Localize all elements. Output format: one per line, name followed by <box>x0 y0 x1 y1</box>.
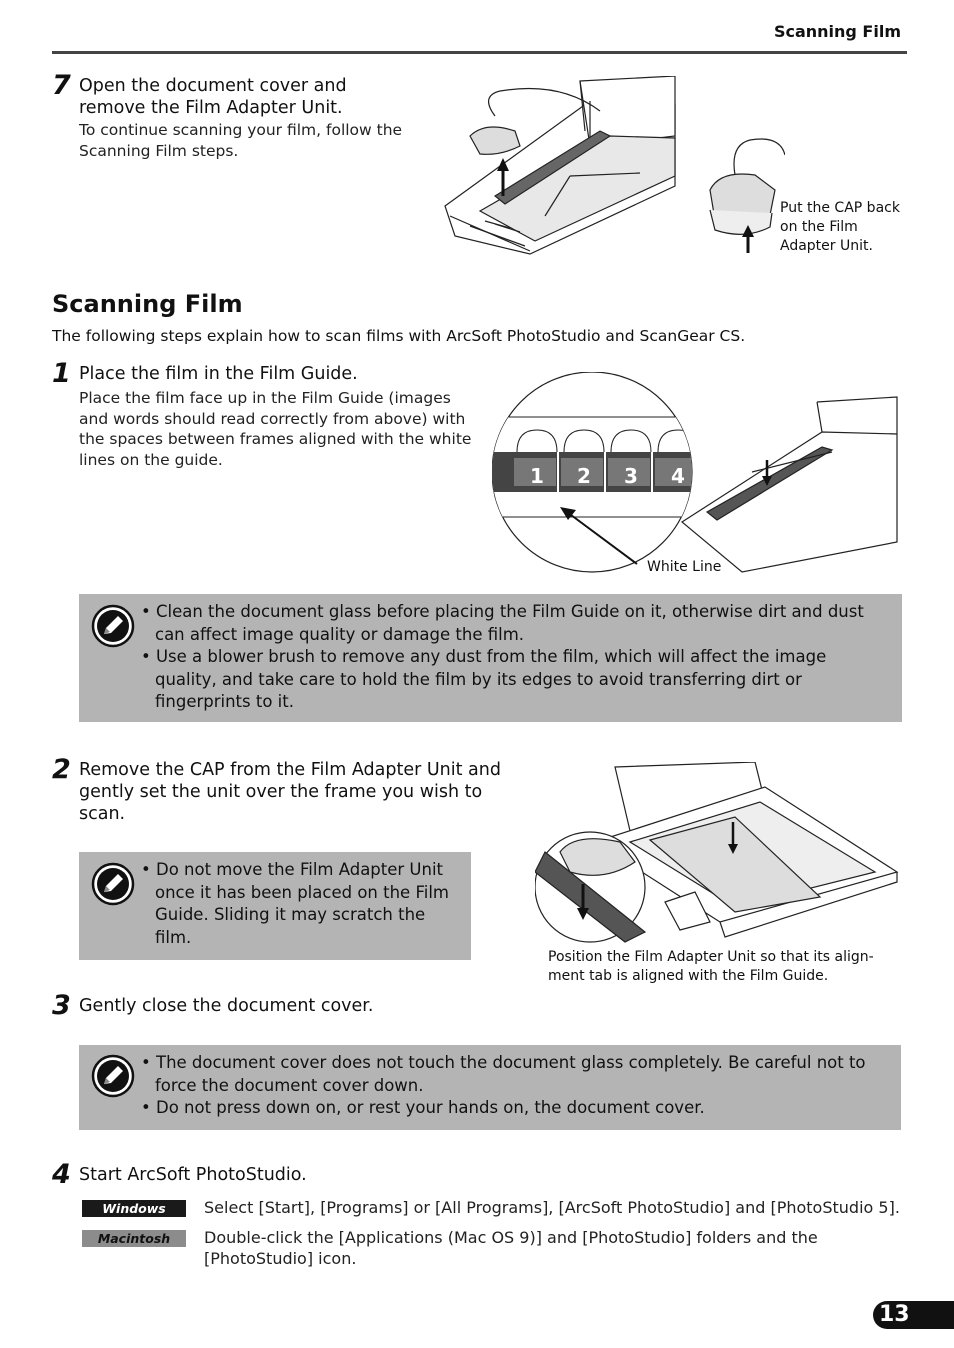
step-7-number: 7 <box>52 70 71 101</box>
section-title: Scanning Film <box>52 290 243 318</box>
note-box-1: Clean the document glass before placing … <box>79 594 902 722</box>
header-rule <box>52 51 907 54</box>
film-guide-illustration: 1 2 3 4 <box>492 372 898 573</box>
note-box-3: The document cover does not touch the do… <box>79 1045 901 1130</box>
section-intro: The following steps explain how to scan … <box>52 327 746 345</box>
macintosh-instructions: Double-click the [Applications (Mac OS 9… <box>204 1228 818 1268</box>
step-4-number: 4 <box>52 1159 71 1190</box>
pencil-note-icon <box>91 604 135 648</box>
step-3-number: 3 <box>52 990 71 1021</box>
frame-number-1: 1 <box>530 464 544 488</box>
step-4-title: Start ArcSoft PhotoStudio. <box>79 1165 307 1185</box>
step-1-number: 1 <box>52 358 71 389</box>
cap-illustration <box>709 138 785 253</box>
frame-number-3: 3 <box>624 464 638 488</box>
pencil-note-icon <box>91 1054 135 1098</box>
note-2-item: Do not move the Film Adapter Unit once i… <box>141 859 461 949</box>
windows-badge: Windows <box>82 1200 186 1217</box>
film-adapter-placement-illustration <box>535 762 899 943</box>
note-1-item: Clean the document glass before placing … <box>141 601 891 646</box>
step-7-title: Open the document cover and remove the F… <box>79 76 347 118</box>
step-1-title: Place the film in the Film Guide. <box>79 364 358 384</box>
page-number: 13 <box>873 1301 954 1329</box>
pencil-note-icon <box>91 862 135 906</box>
step-1-subtitle: Place the film face up in the Film Guide… <box>79 389 472 469</box>
step-3-title: Gently close the document cover. <box>79 996 374 1016</box>
macintosh-badge: Macintosh <box>82 1230 186 1247</box>
scanner-open-illustration <box>444 76 676 255</box>
white-line-callout: White Line <box>647 559 722 575</box>
windows-instructions: Select [Start], [Programs] or [All Progr… <box>204 1198 900 1217</box>
frame-number-4: 4 <box>671 464 685 488</box>
step-2-caption: Position the Film Adapter Unit so that i… <box>548 949 874 984</box>
note-3-item: Do not press down on, or rest your hands… <box>141 1097 891 1120</box>
note-3-item: The document cover does not touch the do… <box>141 1052 891 1097</box>
note-box-2: Do not move the Film Adapter Unit once i… <box>79 852 471 960</box>
frame-number-2: 2 <box>577 464 591 488</box>
step-2-title: Remove the CAP from the Film Adapter Uni… <box>79 760 501 824</box>
step-7-callout: Put the CAP back on the Film Adapter Uni… <box>780 200 900 254</box>
running-header: Scanning Film <box>773 22 901 41</box>
step-2-number: 2 <box>52 754 71 785</box>
note-1-item: Use a blower brush to remove any dust fr… <box>141 646 891 714</box>
step-7-subtitle: To continue scanning your film, follow t… <box>79 121 403 160</box>
